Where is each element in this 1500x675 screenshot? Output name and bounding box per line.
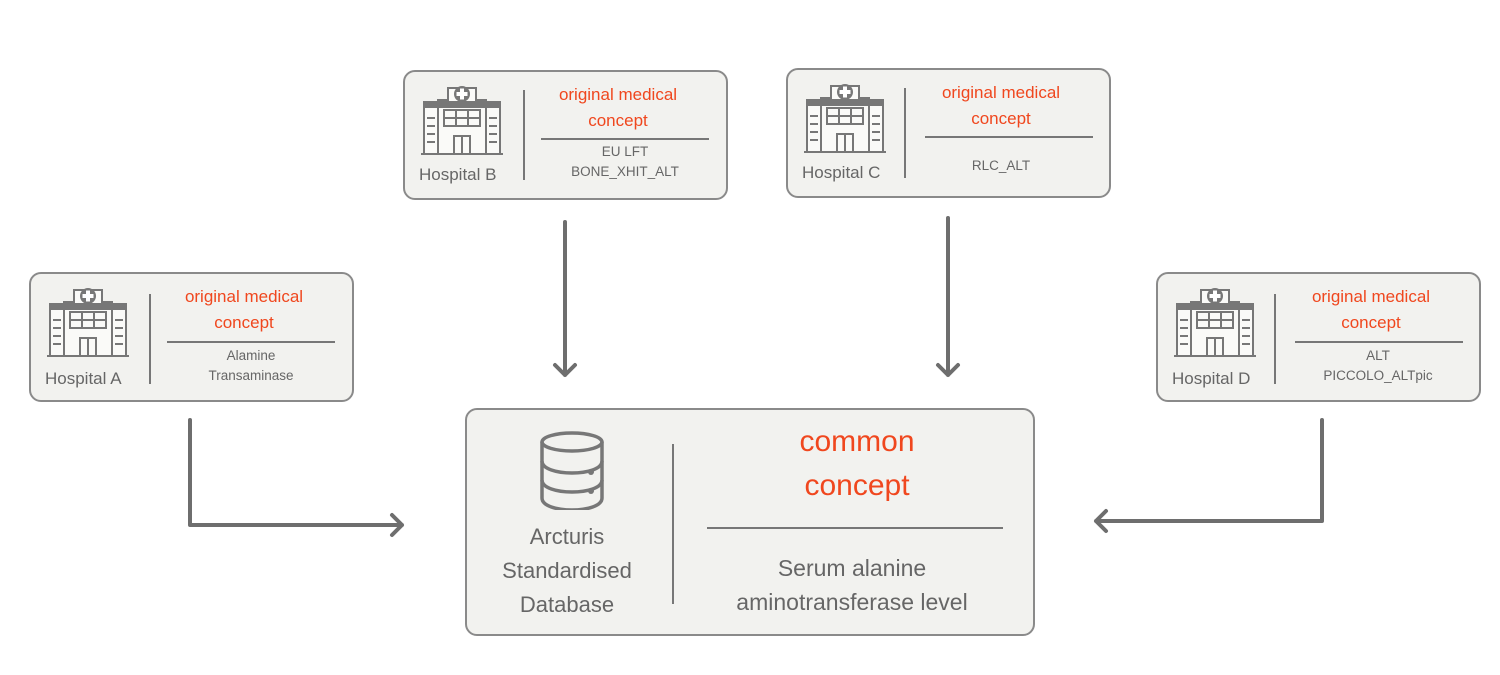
card-divider	[1274, 294, 1276, 384]
card-divider	[904, 88, 906, 178]
hospital-icon	[47, 288, 129, 357]
database-label-line: Standardised	[502, 558, 632, 583]
concept-values: Alamine Transaminase	[159, 346, 343, 386]
concept-value: EU LFT	[601, 144, 649, 159]
database-label-line: Arcturis	[529, 524, 605, 549]
common-concept-heading-line: common	[799, 425, 915, 458]
arrow-hospital-d	[1094, 418, 1324, 533]
hospital-icon	[421, 86, 503, 155]
concept-underline	[167, 341, 335, 343]
concept-value: Transaminase	[208, 368, 294, 383]
arrow-hospital-c	[936, 216, 960, 377]
concept-heading-line: original medical	[1311, 287, 1431, 306]
concept-heading-line: concept	[1341, 313, 1401, 332]
hospital-card-c: Hospital C original medical concept RLC_…	[786, 68, 1111, 198]
hospital-card-d: Hospital D original medical concept ALT …	[1156, 272, 1481, 402]
concept-values: RLC_ALT	[916, 156, 1086, 176]
concept-value: ALT	[1366, 348, 1390, 363]
concept-underline	[1295, 341, 1463, 343]
concept-underline	[541, 138, 709, 140]
common-concept-heading: common concept	[707, 420, 1007, 508]
hospital-card-a: Hospital A original medical concept Alam…	[29, 272, 354, 402]
card-divider	[523, 90, 525, 180]
concept-heading-line: concept	[214, 313, 274, 332]
card-divider	[149, 294, 151, 384]
concept-heading: original medical concept	[159, 284, 329, 336]
common-concept-heading-line: concept	[804, 469, 910, 502]
database-label-line: Database	[519, 592, 615, 617]
concept-values: ALT PICCOLO_ALTpic	[1286, 346, 1470, 386]
common-concept-value-line: Serum alanine	[777, 555, 927, 581]
hospital-icon	[1174, 288, 1256, 357]
hospital-card-b: Hospital B original medical concept EU L…	[403, 70, 728, 200]
concept-heading-line: concept	[971, 109, 1031, 128]
concept-underline	[925, 136, 1093, 138]
common-concept-underline	[707, 527, 1003, 529]
concept-value: Alamine	[226, 348, 276, 363]
concept-value: BONE_XHIT_ALT	[571, 164, 679, 179]
database-label: Arcturis Standardised Database	[487, 520, 647, 622]
concept-values: EU LFT BONE_XHIT_ALT	[533, 142, 717, 182]
arrow-hospital-a	[188, 418, 404, 537]
hospital-label: Hospital A	[45, 369, 122, 388]
concept-heading: original medical concept	[1286, 284, 1456, 336]
arrow-hospital-b	[553, 220, 577, 377]
concept-heading: original medical concept	[916, 80, 1086, 132]
concept-heading-line: original medical	[184, 287, 304, 306]
concept-heading-line: original medical	[941, 83, 1061, 102]
database-icon	[540, 431, 604, 510]
concept-value: PICCOLO_ALTpic	[1323, 368, 1433, 383]
hospital-label: Hospital B	[419, 165, 497, 184]
common-concept-value: Serum alanine aminotransferase level	[692, 551, 1012, 619]
hospital-icon	[804, 84, 886, 153]
hospital-label: Hospital D	[1172, 369, 1251, 388]
concept-heading-line: original medical	[558, 85, 678, 104]
database-card-divider	[672, 444, 674, 604]
concept-heading: original medical concept	[533, 82, 703, 134]
concept-heading-line: concept	[588, 111, 648, 130]
concept-value: RLC_ALT	[971, 158, 1031, 173]
hospital-label: Hospital C	[802, 163, 881, 182]
common-concept-value-line: aminotransferase level	[736, 589, 968, 615]
database-card: Arcturis Standardised Database common co…	[465, 408, 1035, 636]
